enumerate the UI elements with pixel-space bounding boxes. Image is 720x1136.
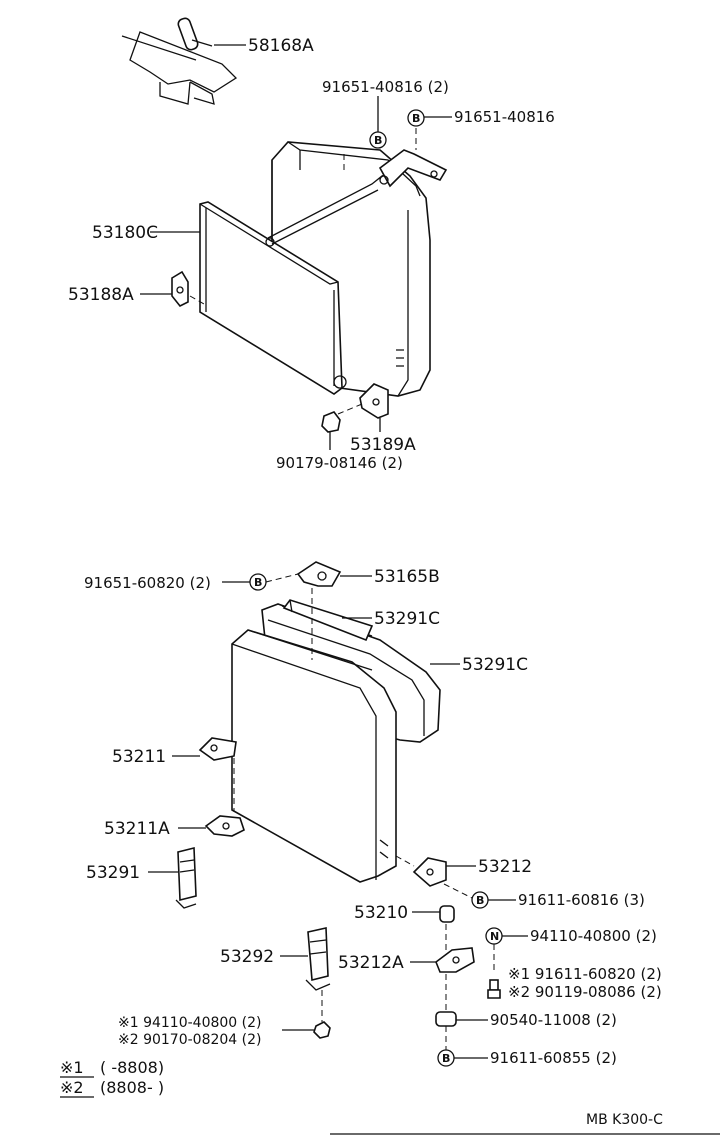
rail-bracket-58168A xyxy=(121,17,238,105)
label-53211A: 53211A xyxy=(104,819,170,839)
label-53212A: 53212A xyxy=(338,953,404,973)
bracket-53211 xyxy=(198,737,237,761)
marker-b4: B xyxy=(471,891,489,909)
note-1-mark: ※1 xyxy=(60,1058,84,1077)
applicability-notes: ※1 ( -8808) ※2 (8808- ) xyxy=(60,1058,164,1098)
svg-text:B: B xyxy=(412,112,420,125)
cushion-90540-11008 xyxy=(435,1011,457,1027)
label-53210: 53210 xyxy=(354,903,408,923)
bracket-53292 xyxy=(305,927,331,991)
note-2-mark: ※2 xyxy=(60,1078,84,1097)
svg-text:B: B xyxy=(442,1052,450,1065)
label-94110-40800: 94110-40800 (2) xyxy=(530,927,657,945)
label-91611-60816: 91611-60816 (3) xyxy=(518,891,645,909)
label-53188A: 53188A xyxy=(68,285,134,305)
pad-53291C xyxy=(282,599,374,642)
label-91611-60855: 91611-60855 (2) xyxy=(490,1049,617,1067)
label-91651-60820: 91651-60820 (2) xyxy=(84,574,211,592)
svg-text:B: B xyxy=(476,894,484,907)
label-53189A: 53189A xyxy=(350,435,416,455)
label-53291: 53291 xyxy=(86,863,140,883)
label-90179-08146: 90179-08146 (2) xyxy=(276,454,403,472)
label-91651-40816: 91651-40816 xyxy=(454,108,555,126)
label-91651-40816-2: 91651-40816 (2) xyxy=(322,78,449,96)
label-90540-11008: 90540-11008 (2) xyxy=(490,1011,617,1029)
marker-b5: B xyxy=(437,1049,455,1067)
lower-assembly: 53165B B 91651-60820 (2) 53291C 53291C 5… xyxy=(84,561,662,1067)
label-53165B: 53165B xyxy=(374,567,440,587)
note-2-range: (8808- ) xyxy=(100,1078,164,1097)
diagram-code: MB K300-C xyxy=(586,1112,663,1128)
bushing-53210 xyxy=(439,905,455,923)
bracket-53189A xyxy=(359,383,389,419)
note-1-range: ( -8808) xyxy=(100,1058,164,1077)
label-90119-08086: ※2 90119-08086 (2) xyxy=(508,983,662,1001)
svg-text:N: N xyxy=(490,930,499,943)
bracket-53188A xyxy=(171,270,189,308)
label-58168A: 58168A xyxy=(248,36,314,56)
label-53292: 53292 xyxy=(220,947,274,967)
marker-b3: B xyxy=(249,573,267,591)
bracket-53291 xyxy=(175,846,197,909)
nut-90179-08146 xyxy=(321,411,341,433)
bracket-53165B xyxy=(296,561,342,587)
label-53291C-a: 53291C xyxy=(374,609,440,629)
label-90170-08204: ※2 90170-08204 (2) xyxy=(118,1032,262,1048)
top-bracket xyxy=(378,149,448,188)
bracket-53212 xyxy=(412,857,447,887)
tank-housing xyxy=(231,603,441,883)
label-91611-60820: ※1 91611-60820 (2) xyxy=(508,965,662,983)
label-53291C-b: 53291C xyxy=(462,655,528,675)
marker-b2: B xyxy=(407,109,425,127)
marker-n1: N xyxy=(485,927,503,945)
label-94110-40800-b: ※1 94110-40800 (2) xyxy=(118,1015,262,1031)
bracket-53211A xyxy=(204,815,245,837)
upper-assembly: 58168A B xyxy=(68,17,555,472)
nut-lower xyxy=(313,1021,331,1039)
marker-b1: B xyxy=(369,131,387,149)
condenser-panel-53180C xyxy=(199,201,347,395)
label-53212: 53212 xyxy=(478,857,532,877)
label-53180C: 53180C xyxy=(92,223,158,243)
svg-text:B: B xyxy=(254,576,262,589)
label-53211: 53211 xyxy=(112,747,166,767)
svg-text:B: B xyxy=(374,134,382,147)
bolt xyxy=(487,979,501,999)
bracket-53212A xyxy=(435,947,475,973)
